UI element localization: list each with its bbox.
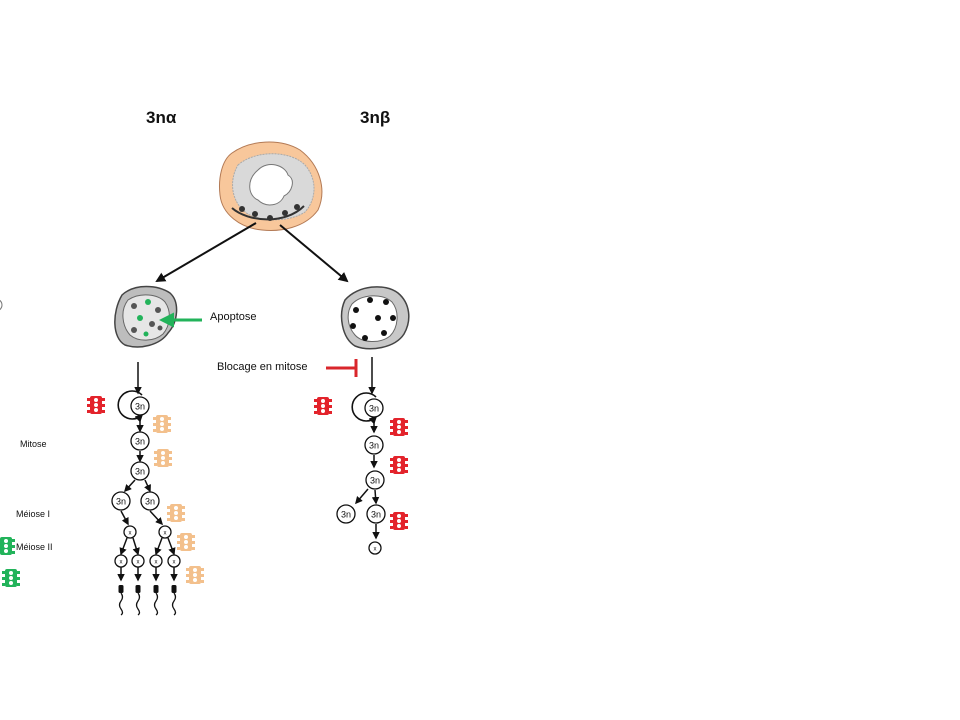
alpha-meiosis1-cell-b: x (158, 525, 172, 539)
traffic-light-icon (153, 415, 171, 433)
apoptose-label: Apoptose (210, 311, 257, 323)
alpha-meiosis2-cell-3: x (149, 554, 163, 568)
sperm-icon (118, 585, 124, 616)
traffic-light-icon (177, 533, 195, 551)
edge-clipped-shape (0, 299, 3, 311)
traffic-light-icon (167, 504, 185, 522)
alpha-tubule (114, 285, 178, 348)
alpha-meiosis2-cell-2: x (131, 554, 145, 568)
svg-text:x: x (137, 560, 140, 566)
svg-text:3n: 3n (369, 441, 379, 451)
traffic-light-icon (87, 396, 105, 414)
lineage-arrow (119, 537, 128, 556)
meiose-2-label: Méiose II (16, 542, 53, 552)
alpha-cell-2: 3n (130, 431, 150, 451)
beta-final-cell: x (368, 541, 382, 555)
lineage-arrow (123, 479, 136, 493)
svg-text:x: x (120, 560, 123, 566)
testis-section (219, 141, 323, 231)
beta-cell-3: 3n (365, 470, 385, 490)
sperm-icon (135, 585, 141, 616)
svg-text:x: x (374, 547, 377, 553)
svg-text:x: x (164, 531, 167, 537)
alpha-meiosis2-cell-4: x (167, 554, 181, 568)
traffic-light-icon (390, 512, 408, 530)
svg-text:x: x (155, 560, 158, 566)
arrow-to-beta (279, 224, 349, 283)
blocage-label: Blocage en mitose (217, 361, 308, 373)
svg-text:3n: 3n (135, 437, 145, 447)
alpha-cell-4b: 3n (140, 491, 160, 511)
traffic-light-icon (390, 418, 408, 436)
mitose-label: Mitose (20, 439, 47, 449)
svg-text:x: x (173, 560, 176, 566)
svg-text:3n: 3n (341, 510, 351, 520)
traffic-light-icon (154, 449, 172, 467)
traffic-light-icon (314, 397, 332, 415)
lineage-arrow (120, 510, 129, 526)
sperm-icon (171, 585, 177, 616)
cycle-arrow-icon (117, 390, 144, 423)
alpha-meiosis1-cell-a: x (123, 525, 137, 539)
title-3n-alpha: 3nα (146, 108, 177, 127)
arrow-to-alpha (155, 222, 257, 283)
beta-tubule (340, 286, 410, 350)
svg-text:x: x (129, 531, 132, 537)
traffic-light-icon (2, 569, 20, 587)
lineage-arrow (167, 537, 176, 556)
beta-cell-2: 3n (364, 435, 384, 455)
svg-text:3n: 3n (145, 497, 155, 507)
alpha-cell-3: 3n (130, 461, 150, 481)
svg-text:3n: 3n (370, 476, 380, 486)
beta-cell-4b: 3n (366, 504, 386, 524)
alpha-stem-cell: 3n (130, 396, 150, 416)
lineage-arrow (154, 537, 163, 556)
beta-stem-cell: 3n (364, 398, 384, 418)
cycle-arrow-icon (351, 392, 378, 425)
traffic-light-icon (186, 566, 204, 584)
svg-text:3n: 3n (116, 497, 126, 507)
alpha-meiosis2-cell-1: x (114, 554, 128, 568)
svg-text:3n: 3n (369, 404, 379, 414)
lineage-arrow (132, 537, 140, 556)
svg-text:3n: 3n (135, 402, 145, 412)
meiose-1-label: Méiose I (16, 509, 51, 519)
beta-cell-4a: 3n (336, 504, 356, 524)
svg-text:3n: 3n (371, 510, 381, 520)
traffic-light-icon (0, 537, 15, 555)
lineage-diagrams: 3n 3n 3n 3n 3n x x x x x x 3n 3n 3n 3n 3n x (0, 357, 408, 616)
alpha-cell-4a: 3n (111, 491, 131, 511)
blocage-inhibition-symbol (326, 359, 358, 377)
lineage-arrow (371, 489, 380, 505)
lineage-arrow (355, 488, 369, 505)
lineage-arrow (144, 479, 151, 493)
svg-text:3n: 3n (135, 467, 145, 477)
traffic-light-icon (390, 456, 408, 474)
lineage-arrow (149, 510, 164, 526)
title-3n-beta: 3nβ (360, 108, 391, 127)
sperm-icon (153, 585, 159, 616)
